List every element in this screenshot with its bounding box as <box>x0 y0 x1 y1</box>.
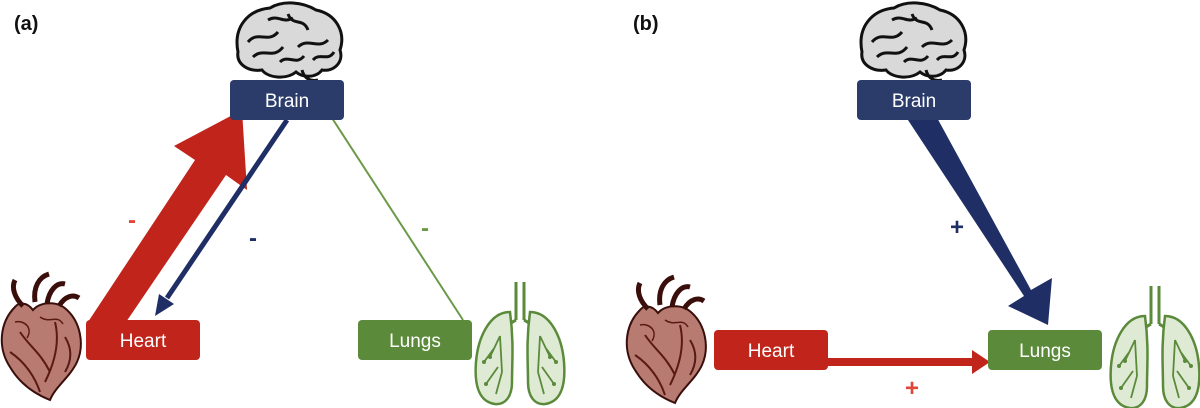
lungs-icon <box>1109 284 1200 408</box>
panel-b-label: (b) <box>633 13 659 35</box>
brain-icon <box>235 1 344 83</box>
sign-brain-lungs-b: + <box>950 214 964 241</box>
node-brain-b: Brain <box>857 80 971 120</box>
svg-text:Brain: Brain <box>892 91 936 112</box>
brain-icon <box>859 1 968 83</box>
svg-text:Lungs: Lungs <box>389 331 441 352</box>
node-heart-b: Heart <box>714 330 828 370</box>
arrow-brain-to-heart <box>164 118 290 300</box>
sign-brain-lungs: - <box>421 215 429 242</box>
panel-b: (b) Brain Heart Lungs + + <box>627 1 1200 408</box>
sign-brain-heart: - <box>249 225 257 252</box>
panel-a: (a) Brain Heart Lungs - - - <box>2 1 566 406</box>
node-brain-a: Brain <box>230 80 344 120</box>
arrow-heart-to-brain <box>86 110 247 325</box>
edge-brain-lungs <box>331 117 464 321</box>
arrow-brain-to-heart-head <box>155 294 174 316</box>
heart-icon <box>2 274 81 400</box>
svg-text:Heart: Heart <box>748 341 795 362</box>
panel-a-label: (a) <box>14 13 38 35</box>
svg-text:Heart: Heart <box>120 331 167 352</box>
svg-text:Lungs: Lungs <box>1019 341 1071 362</box>
arrow-brain-to-lungs <box>904 114 1052 325</box>
node-lungs-a: Lungs <box>358 320 472 360</box>
heart-icon <box>627 277 706 403</box>
sign-heart-lungs-b: + <box>905 375 919 402</box>
svg-text:Brain: Brain <box>265 91 309 112</box>
node-heart-a: Heart <box>86 320 200 360</box>
node-lungs-b: Lungs <box>988 330 1102 370</box>
arrow-heart-to-lungs <box>828 358 974 366</box>
lungs-icon <box>474 280 566 406</box>
arrow-heart-to-lungs-head <box>972 350 990 374</box>
sign-heart-brain: - <box>128 207 136 234</box>
